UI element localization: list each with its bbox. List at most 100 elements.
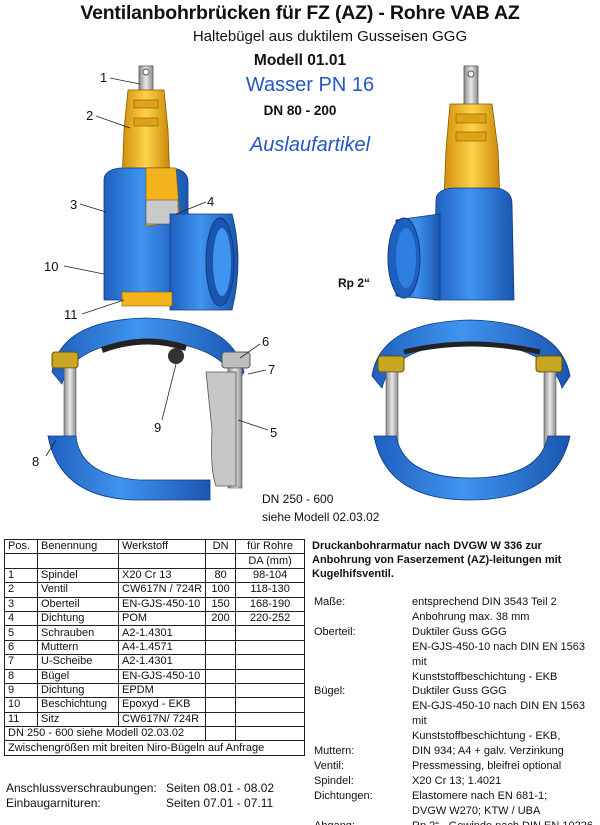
table-cell: 4 [4,610,38,627]
col-header-pipe: für Rohre [235,538,306,555]
right-assembly [371,65,571,501]
table-cell [235,711,306,728]
discontinued-label: Auslaufartikel [249,134,371,156]
table-cell: Schrauben [37,625,119,641]
table-cell: 7 [4,654,38,670]
spec-key: Dichtungen: [314,789,373,802]
table-note-row: Zwischengrößen mit breiten Niro-Bügeln a… [3,740,306,756]
col-header-name: Benennung [37,538,119,555]
callout-7: 7 [268,362,276,377]
table-cell: EPDM [117,682,207,699]
table-cell [235,697,306,713]
callout-5: 5 [270,425,278,440]
table-cell: Sitz [37,711,119,728]
spec-value: Elastomere nach EN 681-1; [412,789,548,802]
spec-key [314,640,412,670]
callout-8: 8 [32,454,40,469]
pressure-rating: Wasser PN 16 [245,74,375,96]
callout-1: 1 [100,70,108,85]
table-cell [205,711,237,728]
table-cell [235,682,306,699]
callout-4: 4 [207,194,215,209]
table-cell [235,668,306,684]
table-cell: A4-1.4571 [117,639,207,656]
table-cell: CW617N/ 724R [117,711,207,728]
spec-row: EN-GJS-450-10 nach DIN EN 1563 mit [314,699,600,729]
col-header-material: Werkstoff [117,538,207,555]
table-cell [205,668,237,684]
table-cell: 6 [4,639,38,656]
table-cell: 98-104 [235,567,306,584]
spec-key [314,610,412,625]
table-cell: 10 [4,697,38,713]
spec-row: Anbohrung max. 38 mm [314,610,600,625]
table-cell: 8 [4,668,38,684]
table-cell: 2 [4,582,38,598]
parts-table: Pos. Benennung Werkstoff DN für Rohre DA… [3,538,306,756]
spec-row: Kunststoffbeschichtung - EKB, [314,729,600,744]
spec-row: Muttern:DIN 934; A4 + galv. Verzinkung [314,744,600,759]
spec-key: Bügel: [314,685,346,698]
spec-row: DVGW W270; KTW / UBA [314,804,600,819]
callout-6: 6 [262,334,270,349]
table-cell: EN-GJS-450-10 [117,668,207,684]
spec-row: Dichtungen: Elastomere nach EN 681-1; [314,789,600,804]
spec-heading: Druckanbohrarmatur nach DVGW W 336 zur A… [312,540,562,580]
spec-key: Abgang: [314,819,412,825]
spec-key: Ventil: [314,759,344,772]
fitting-value: Seiten 08.01 - 08.02 [166,781,275,795]
table-cell [205,654,237,670]
table-cell: 100 [205,582,237,598]
table-cell: Muttern [37,639,119,656]
spec-value: Duktiler Guss GGG [412,625,507,638]
table-note-1: DN 250 - 600 siehe Modell 02.03.02 [3,726,207,742]
spec-value: Anbohrung max. 38 mm [412,610,530,623]
spec-value: DVGW W270; KTW / UBA [412,804,541,817]
table-cell: Oberteil [37,596,119,612]
spec-key: Muttern: [314,745,355,758]
table-cell: 150 [205,596,237,612]
table-cell: Dichtung [37,682,119,699]
spec-key [314,670,412,685]
table-cell: 11 [4,711,38,728]
table-cell [235,625,306,641]
product-drawing [45,65,571,501]
spec-row: Ventil: Pressmessing, bleifrei optional [314,759,600,774]
table-cell [205,625,237,641]
table-cell: 168-190 [235,596,306,612]
install-label: Einbaugarnituren: [6,796,101,810]
spec-row: Abgang:Rp 2“ - Gewinde nach DIN EN 10226… [314,819,600,825]
spec-row: EN-GJS-450-10 nach DIN EN 1563 mit [314,640,600,670]
table-cell: 80 [205,567,237,584]
table-cell: Ventil [37,582,119,598]
spec-value: Duktiler Guss GGG [412,685,507,698]
table-cell: 220-252 [235,610,306,627]
callout-9: 9 [154,420,162,435]
dn-note-line1: DN 250 - 600 [262,492,334,506]
spec-row: Maße:entsprechend DIN 3543 Teil 2 [314,595,600,610]
table-cell [235,639,306,656]
col-subheader-da: DA (mm) [235,553,306,569]
spec-value: EN-GJS-450-10 nach DIN EN 1563 mit [412,700,586,728]
table-cell [205,682,237,699]
spec-value: Kunststoffbeschichtung - EKB [412,670,558,683]
table-cell: 9 [4,682,38,699]
spec-row: Spindel:X20 Cr 13; 1.4021 [314,774,600,789]
spec-key [314,804,412,819]
table-cell: A2-1.4301 [117,654,207,670]
spec-value: entsprechend DIN 3543 Teil 2 [412,596,557,608]
table-cell: Spindel [37,567,119,584]
table-cell: Dichtung [37,610,119,627]
spec-value: EN-GJS-450-10 nach DIN EN 1563 mit [412,640,586,668]
spec-value: Rp 2“ - Gewinde nach DIN EN 10226-1 [412,819,600,825]
spec-value: Pressmessing, bleifrei optional [412,759,562,772]
